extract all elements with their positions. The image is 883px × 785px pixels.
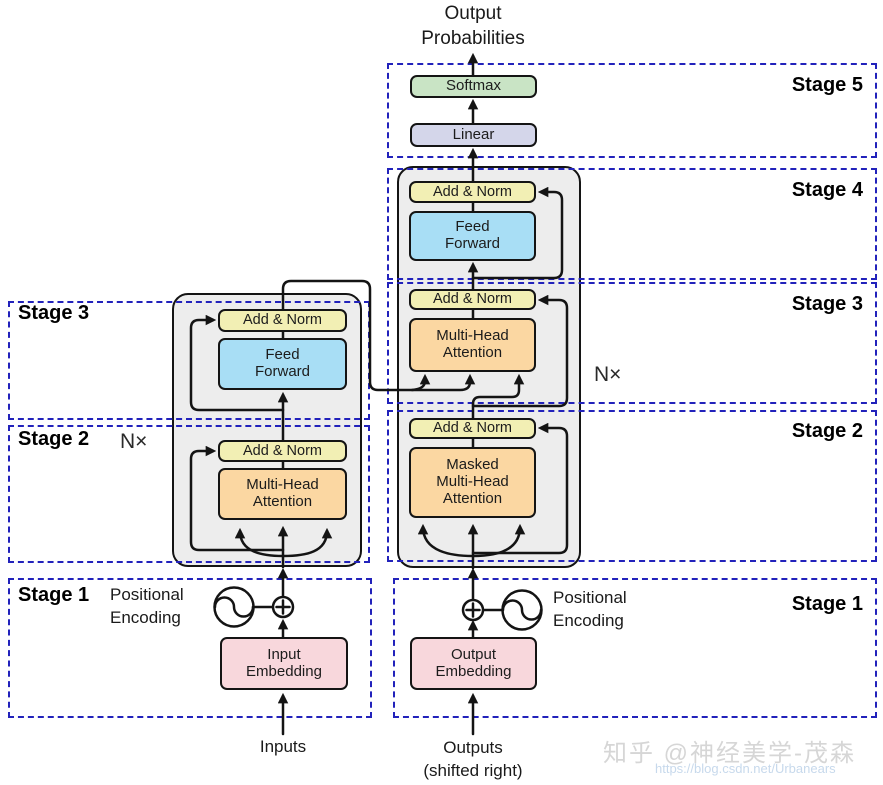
stage-5-box	[387, 63, 877, 158]
decoder-addnorm-cross-node: Add & Norm	[409, 289, 536, 310]
arrow-encoder-attn-right	[281, 527, 333, 558]
positional-encoding-icon-left	[213, 586, 255, 628]
outputs-label: Outputs (shifted right)	[423, 738, 523, 780]
stage-3-right-box	[387, 282, 877, 404]
add-icon-left	[271, 595, 295, 619]
add-icon-right	[461, 598, 485, 622]
stage-2-right-box	[387, 410, 877, 562]
arrow-masked-left	[417, 523, 475, 558]
decoder-masked-attention-node: Masked Multi-Head Attention	[409, 447, 536, 518]
residual-stage3-decoder	[471, 294, 569, 408]
stage-5-label: Stage 5	[791, 74, 863, 96]
stage-1-left-box	[8, 578, 372, 718]
residual-stage2-decoder	[471, 422, 569, 555]
stage-1-right-label: Stage 1	[791, 593, 863, 615]
watermark-url: https://blog.csdn.net/Urbanears	[655, 761, 836, 776]
residual-stage2-encoder	[189, 445, 285, 552]
watermark-text: 知乎 @神经美学-茂森	[603, 740, 857, 767]
arrow-query-into-cross-attn	[471, 373, 525, 406]
residual-stage4	[471, 186, 564, 280]
inputs-label: Inputs	[259, 737, 307, 756]
stage-1-left-label: Stage 1	[18, 584, 90, 606]
stage-3-right-label: Stage 3	[791, 293, 863, 315]
arrow-masked-right	[471, 523, 526, 558]
stage-3-left-label: Stage 3	[18, 302, 90, 324]
positional-encoding-icon-right	[501, 589, 543, 631]
stage-2-left-label: Stage 2	[18, 428, 90, 450]
encoder-repeat-label: N×	[120, 430, 148, 453]
encoder-addnorm-attn-node: Add & Norm	[218, 440, 347, 462]
arrow-encoder-to-decoder-key	[410, 373, 431, 392]
encoder-self-attention-node: Multi-Head Attention	[218, 468, 347, 520]
decoder-repeat-label: N×	[594, 363, 622, 386]
output-probabilities-label: Output Probabilities	[421, 3, 525, 49]
arrow-encoder-to-decoder-value	[281, 279, 476, 392]
arrow-encoder-attn-left	[234, 527, 285, 558]
decoder-feed-forward-node: Feed Forward	[409, 211, 536, 261]
encoder-feed-forward-node: Feed Forward	[218, 338, 347, 390]
positional-encoding-label-right: Positional Encoding	[553, 588, 627, 630]
output-embedding-node: Output Embedding	[410, 637, 537, 690]
positional-encoding-label-left: Positional Encoding	[110, 585, 184, 627]
decoder-addnorm-masked-node: Add & Norm	[409, 418, 536, 439]
linear-node: Linear	[410, 123, 537, 147]
stage-2-right-label: Stage 2	[791, 420, 863, 442]
stage-2-left-box	[8, 425, 370, 563]
residual-stage3-encoder	[189, 314, 285, 412]
stage-4-box	[387, 168, 877, 280]
input-embedding-node: Input Embedding	[220, 637, 348, 690]
stage-4-label: Stage 4	[791, 179, 863, 201]
softmax-node: Softmax	[410, 75, 537, 98]
decoder-cross-attention-node: Multi-Head Attention	[409, 318, 536, 372]
decoder-addnorm-ff-node: Add & Norm	[409, 181, 536, 203]
stage-1-right-box	[393, 578, 877, 718]
encoder-addnorm-ff-node: Add & Norm	[218, 309, 347, 332]
